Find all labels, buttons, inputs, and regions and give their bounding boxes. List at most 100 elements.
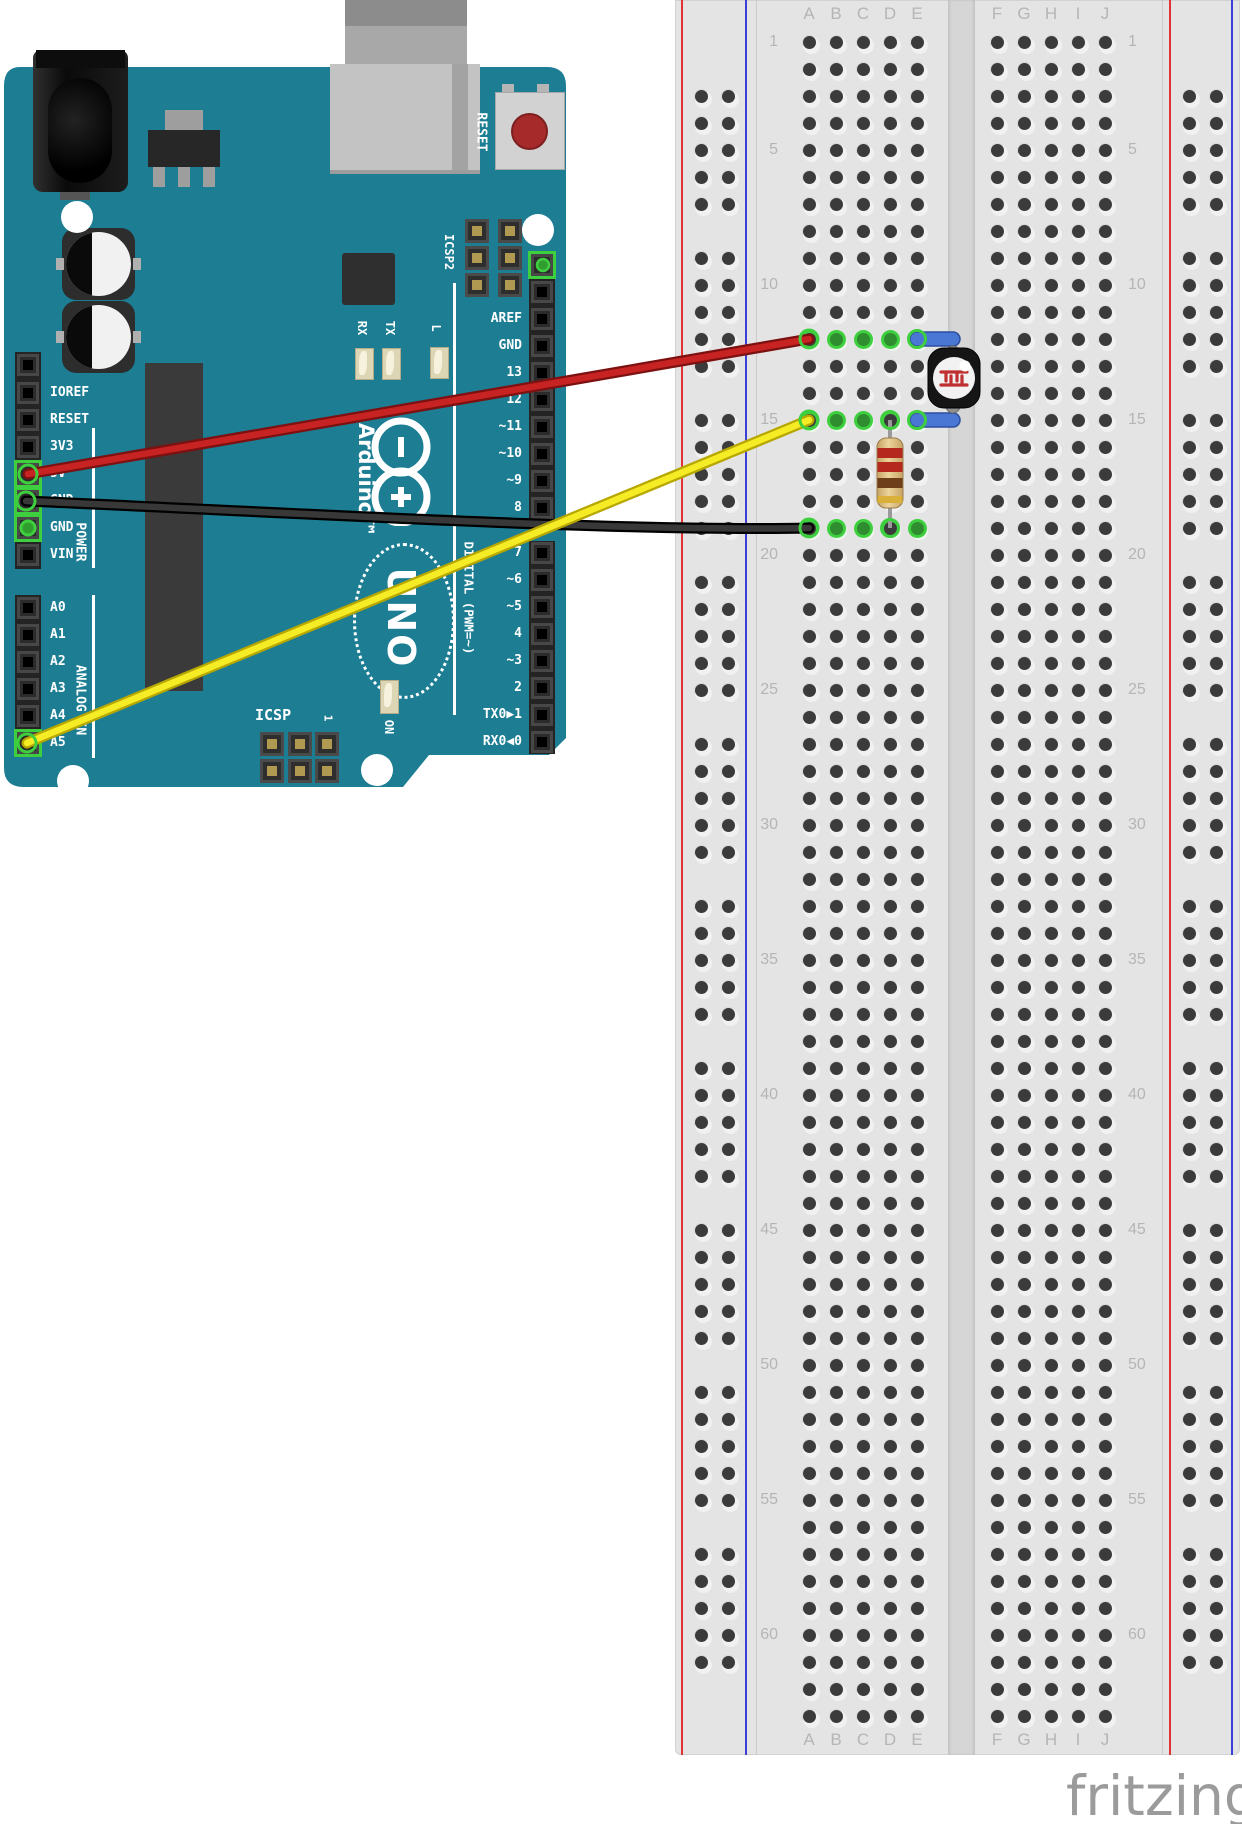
hole-H22[interactable] — [1044, 602, 1058, 616]
hole-H9[interactable] — [1044, 251, 1058, 265]
hole-H2[interactable] — [1044, 62, 1058, 76]
hole-I40[interactable] — [1071, 1088, 1085, 1102]
hole-I32[interactable] — [1071, 872, 1085, 886]
hole-C10[interactable] — [856, 278, 870, 292]
hole-C33[interactable] — [856, 899, 870, 913]
hole-B38[interactable] — [829, 1034, 843, 1048]
hole-I36[interactable] — [1071, 980, 1085, 994]
hole-I2[interactable] — [1071, 62, 1085, 76]
hole-H4[interactable] — [1044, 116, 1058, 130]
hole-E13[interactable] — [910, 359, 924, 373]
hole-H34[interactable] — [1044, 926, 1058, 940]
hole-J31[interactable] — [1098, 845, 1112, 859]
hole-A21[interactable] — [802, 575, 816, 589]
hole-G29[interactable] — [1017, 791, 1031, 805]
hole-J27[interactable] — [1098, 737, 1112, 751]
hole-D20[interactable] — [883, 548, 897, 562]
hole-J45[interactable] — [1098, 1223, 1112, 1237]
wire-red-5v[interactable] — [22, 333, 815, 480]
hole-H7[interactable] — [1044, 197, 1058, 211]
hole-I7[interactable] — [1071, 197, 1085, 211]
hole-B10[interactable] — [829, 278, 843, 292]
hole-I33[interactable] — [1071, 899, 1085, 913]
hole-G22[interactable] — [1017, 602, 1031, 616]
hole-J41[interactable] — [1098, 1115, 1112, 1129]
hole-D35[interactable] — [883, 953, 897, 967]
hole-C44[interactable] — [856, 1196, 870, 1210]
hole-B43[interactable] — [829, 1169, 843, 1183]
hole-J16[interactable] — [1098, 440, 1112, 454]
hole-B42[interactable] — [829, 1142, 843, 1156]
hole-D9[interactable] — [883, 251, 897, 265]
hole-D46[interactable] — [883, 1250, 897, 1264]
hole-B5[interactable] — [829, 143, 843, 157]
hole-B18[interactable] — [829, 494, 843, 508]
hole-A29[interactable] — [802, 791, 816, 805]
hole-J7[interactable] — [1098, 197, 1112, 211]
hole-C8[interactable] — [856, 224, 870, 238]
hole-E22[interactable] — [910, 602, 924, 616]
hole-C22[interactable] — [856, 602, 870, 616]
hole-J32[interactable] — [1098, 872, 1112, 886]
hole-D30[interactable] — [883, 818, 897, 832]
hole-C32[interactable] — [856, 872, 870, 886]
hole-A18[interactable] — [802, 494, 816, 508]
hole-C11[interactable] — [856, 305, 870, 319]
hole-C26[interactable] — [856, 710, 870, 724]
hole-J10[interactable] — [1098, 278, 1112, 292]
hole-G3[interactable] — [1017, 89, 1031, 103]
hole-A36[interactable] — [802, 980, 816, 994]
hole-I20[interactable] — [1071, 548, 1085, 562]
hole-C19[interactable] — [856, 521, 870, 535]
hole-F28[interactable] — [990, 764, 1004, 778]
hole-I10[interactable] — [1071, 278, 1085, 292]
hole-A32[interactable] — [802, 872, 816, 886]
hole-A8[interactable] — [802, 224, 816, 238]
hole-G28[interactable] — [1017, 764, 1031, 778]
hole-B11[interactable] — [829, 305, 843, 319]
hole-F9[interactable] — [990, 251, 1004, 265]
hole-G10[interactable] — [1017, 278, 1031, 292]
hole-E46[interactable] — [910, 1250, 924, 1264]
hole-B26[interactable] — [829, 710, 843, 724]
hole-C45[interactable] — [856, 1223, 870, 1237]
hole-H45[interactable] — [1044, 1223, 1058, 1237]
hole-H15[interactable] — [1044, 413, 1058, 427]
hole-G31[interactable] — [1017, 845, 1031, 859]
hole-A38[interactable] — [802, 1034, 816, 1048]
hole-E2[interactable] — [910, 62, 924, 76]
hole-J15[interactable] — [1098, 413, 1112, 427]
hole-H24[interactable] — [1044, 656, 1058, 670]
hole-A44[interactable] — [802, 1196, 816, 1210]
hole-C17[interactable] — [856, 467, 870, 481]
hole-A11[interactable] — [802, 305, 816, 319]
hole-B7[interactable] — [829, 197, 843, 211]
hole-H31[interactable] — [1044, 845, 1058, 859]
hole-B40[interactable] — [829, 1088, 843, 1102]
hole-J6[interactable] — [1098, 170, 1112, 184]
hole-E45[interactable] — [910, 1223, 924, 1237]
hole-C3[interactable] — [856, 89, 870, 103]
hole-D14[interactable] — [883, 386, 897, 400]
hole-G33[interactable] — [1017, 899, 1031, 913]
hole-G24[interactable] — [1017, 656, 1031, 670]
hole-E26[interactable] — [910, 710, 924, 724]
hole-F36[interactable] — [990, 980, 1004, 994]
hole-B32[interactable] — [829, 872, 843, 886]
hole-D5[interactable] — [883, 143, 897, 157]
hole-B29[interactable] — [829, 791, 843, 805]
hole-A30[interactable] — [802, 818, 816, 832]
hole-G30[interactable] — [1017, 818, 1031, 832]
hole-D22[interactable] — [883, 602, 897, 616]
hole-C20[interactable] — [856, 548, 870, 562]
hole-G25[interactable] — [1017, 683, 1031, 697]
hole-E18[interactable] — [910, 494, 924, 508]
hole-I22[interactable] — [1071, 602, 1085, 616]
hole-C14[interactable] — [856, 386, 870, 400]
hole-G32[interactable] — [1017, 872, 1031, 886]
hole-E35[interactable] — [910, 953, 924, 967]
hole-D2[interactable] — [883, 62, 897, 76]
hole-E37[interactable] — [910, 1007, 924, 1021]
hole-C30[interactable] — [856, 818, 870, 832]
hole-C37[interactable] — [856, 1007, 870, 1021]
